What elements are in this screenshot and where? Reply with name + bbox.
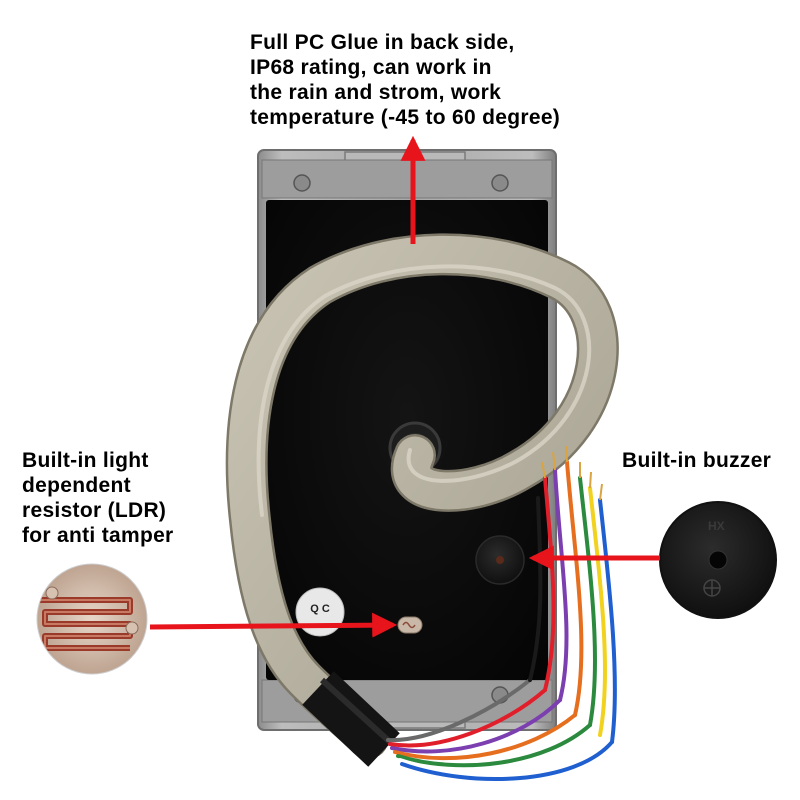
svg-text:HX: HX: [708, 519, 725, 533]
ldr-closeup-inset: [36, 563, 148, 675]
ldr-callout: Built-in light dependent resistor (LDR) …: [22, 449, 174, 547]
grey-cable: [225, 233, 619, 759]
pc-glue-callout: Full PC Glue in back side, IP68 rating, …: [250, 31, 561, 129]
bottom-wire-fan: [386, 678, 614, 781]
right-wire-bundle: [528, 460, 617, 744]
svg-text:Q C: Q C: [310, 603, 330, 615]
arrow-to-ldr: [149, 612, 398, 638]
stripped-wire-tips: [541, 445, 603, 501]
buzzer-on-panel: [475, 535, 525, 585]
callout-arrows: [149, 135, 660, 638]
qc-sticker: Q C: [295, 587, 345, 637]
buzzer-callout: Built-in buzzer: [622, 449, 772, 472]
buzzer-closeup-inset: HX: [659, 501, 777, 619]
ldr-on-panel: [397, 616, 423, 634]
heat-shrink-sleeve: [302, 671, 400, 767]
screw-hole-top-right: [491, 174, 509, 192]
screw-hole-top-left: [293, 174, 311, 192]
